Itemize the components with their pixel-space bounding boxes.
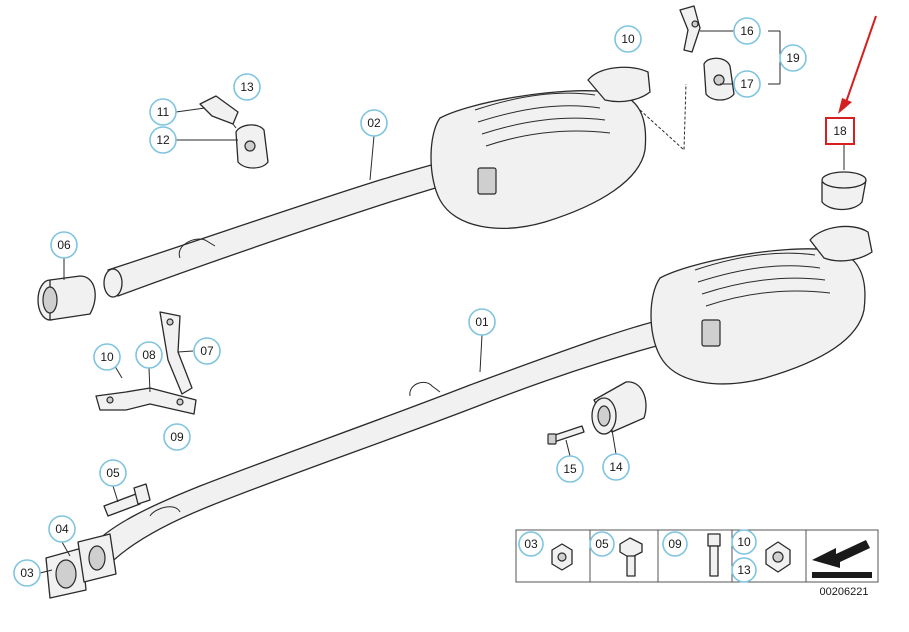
callout-13[interactable]: 13 [233,73,261,101]
front-muffler-lower[interactable] [650,225,873,385]
bracket-08[interactable] [95,387,197,415]
legend-bolt-05[interactable]: 05 [589,531,643,577]
rubber-mount-12[interactable] [235,124,269,169]
red-pointer-arrow-icon [838,15,877,114]
flange-04[interactable] [77,533,117,583]
callout-16[interactable]: 16 [733,17,761,45]
callout-11[interactable]: 11 [149,98,177,126]
svg-text:12: 12 [156,133,170,147]
svg-text:19: 19 [786,51,800,65]
svg-text:05: 05 [595,537,609,551]
svg-text:07: 07 [200,344,214,358]
svg-text:10: 10 [100,350,114,364]
clamp-06[interactable] [37,275,96,321]
svg-text:09: 09 [668,537,682,551]
svg-text:09: 09 [170,430,184,444]
bolt-15[interactable] [547,425,585,445]
rear-muffler-upper[interactable] [430,66,651,229]
bolt-05[interactable] [103,483,151,517]
svg-text:06: 06 [57,238,71,252]
callout-09[interactable]: 09 [163,423,191,451]
callout-03[interactable]: 03 [13,559,41,587]
callout-02[interactable]: 02 [360,109,388,137]
rear-pipe-02[interactable] [103,157,479,298]
callout-12[interactable]: 12 [149,126,177,154]
svg-text:10: 10 [621,32,635,46]
navigation-arrow-icon[interactable] [812,540,872,578]
callout-10-left[interactable]: 10 [93,343,121,371]
callout-10-top[interactable]: 10 [614,25,642,53]
callout-19[interactable]: 19 [779,44,807,72]
rubber-mount-17[interactable] [703,57,735,101]
svg-text:13: 13 [737,563,751,577]
callout-17[interactable]: 17 [733,70,761,98]
callout-14[interactable]: 14 [602,453,630,481]
sleeve-18[interactable] [821,171,867,211]
rubber-mount-14[interactable] [591,381,647,435]
svg-text:16: 16 [740,24,754,38]
svg-text:15: 15 [563,462,577,476]
callout-15[interactable]: 15 [556,455,584,483]
callout-18-highlighted[interactable]: 18 [825,117,855,145]
callout-01[interactable]: 01 [468,308,496,336]
legend-nut-03[interactable]: 03 [518,531,573,571]
legend-nut-10-13[interactable]: 10 13 [731,529,791,583]
svg-text:17: 17 [740,77,754,91]
svg-text:18: 18 [833,124,847,138]
leader-lines [39,30,845,574]
callout-05[interactable]: 05 [99,459,127,487]
svg-text:01: 01 [475,315,489,329]
callout-08[interactable]: 08 [135,341,163,369]
callout-04[interactable]: 04 [48,515,76,543]
reference-number: 00206221 [820,586,869,598]
svg-text:13: 13 [240,80,254,94]
svg-text:14: 14 [609,460,623,474]
bracket-16[interactable] [679,5,701,53]
svg-text:04: 04 [55,522,69,536]
svg-text:03: 03 [20,566,34,580]
callout-06[interactable]: 06 [50,231,78,259]
legend-bolt-09[interactable]: 09 [662,531,721,577]
svg-text:10: 10 [737,535,751,549]
svg-text:05: 05 [106,466,120,480]
svg-text:03: 03 [524,537,538,551]
svg-text:08: 08 [142,348,156,362]
svg-text:11: 11 [157,105,170,119]
bracket-07[interactable] [159,311,193,395]
callout-07[interactable]: 07 [193,337,221,365]
gasket-03[interactable] [45,547,87,599]
legend-table: 03 05 09 10 13 [515,529,879,583]
svg-text:02: 02 [367,116,381,130]
bracket-11[interactable] [199,95,239,129]
